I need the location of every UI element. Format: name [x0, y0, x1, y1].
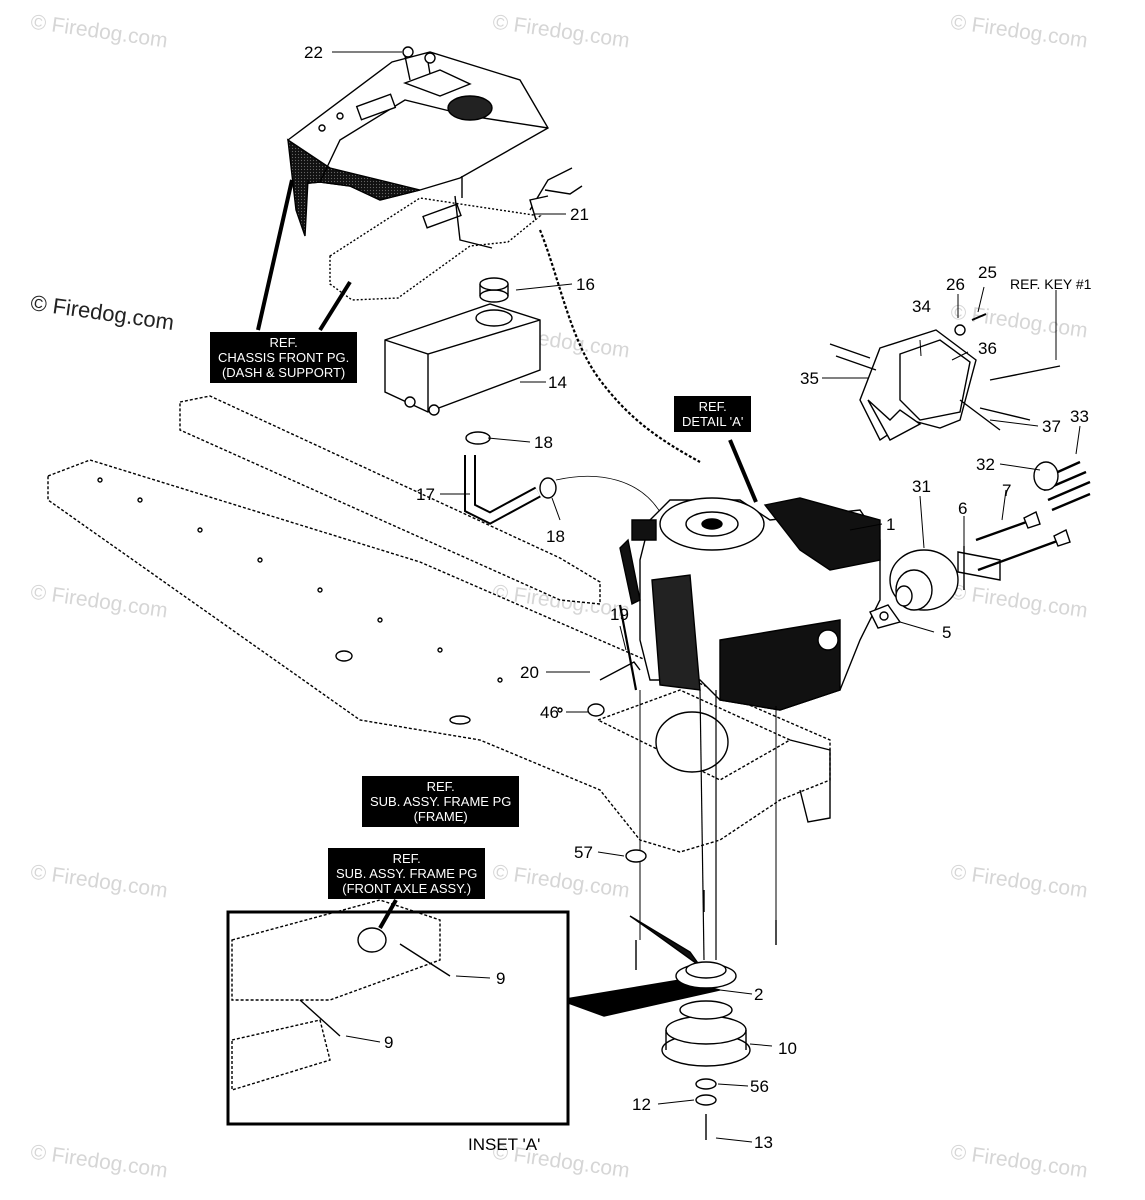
callout-19: 19 [610, 605, 629, 624]
ref-detail-a: REF. DETAIL 'A' [674, 396, 752, 432]
callout-12: 12 [632, 1095, 651, 1114]
callout-17: 17 [416, 485, 435, 504]
callout-56: 56 [750, 1077, 769, 1096]
muffler-guard [829, 313, 1061, 442]
callout-21: 21 [570, 205, 589, 224]
ref-axle-line-3: (FRONT AXLE ASSY.) [342, 881, 472, 896]
inset-label: INSET 'A' [468, 1135, 541, 1154]
callout-22: 22 [304, 43, 323, 62]
callout-31: 31 [912, 477, 931, 496]
callout-18: 18 [546, 527, 565, 546]
callout-34: 34 [912, 297, 931, 316]
callout-20: 20 [520, 663, 539, 682]
callout-32: 32 [976, 455, 995, 474]
fuel-tank [384, 277, 541, 416]
engine [618, 497, 881, 961]
ref-frame-line-1: REF. [426, 779, 455, 794]
ref-detail-line-2: DETAIL 'A' [682, 414, 744, 429]
callout-18: 18 [534, 433, 553, 452]
callout-2: 2 [754, 985, 764, 1004]
ref-frame-line-2: SUB. ASSY. FRAME PG [370, 794, 512, 809]
ref-frame-line-3: (FRAME) [413, 809, 468, 824]
callout-9: 9 [496, 969, 506, 988]
callout-10: 10 [778, 1039, 797, 1058]
frame-rails [47, 395, 831, 853]
callout-16: 16 [576, 275, 595, 294]
callout-13: 13 [754, 1133, 773, 1152]
callout-1: 1 [886, 515, 896, 534]
callout-37: 37 [1042, 417, 1061, 436]
callout-33: 33 [1070, 407, 1089, 426]
dash-cover [286, 46, 549, 237]
pulley-assembly [557, 915, 751, 1140]
callout-46: 46 [540, 703, 559, 722]
callout-5: 5 [942, 623, 952, 642]
ref-chassis-line-2: CHASSIS FRONT PG. [218, 350, 350, 365]
callout-26: 26 [946, 275, 965, 294]
callout-35: 35 [800, 369, 819, 388]
dash-support [329, 176, 542, 301]
callout-6: 6 [958, 499, 968, 518]
ref-axle-line-1: REF. [392, 851, 421, 866]
ref-chassis-front: REF. CHASSIS FRONT PG. (DASH & SUPPORT) [210, 332, 358, 383]
callout-14: 14 [548, 373, 567, 392]
callout-57: 57 [574, 843, 593, 862]
ref-detail-line-1: REF. [698, 399, 727, 414]
muffler [869, 549, 959, 629]
ref-axle-line-2: SUB. ASSY. FRAME PG [336, 866, 478, 881]
callout-ref-key-1: REF. KEY #1 [1010, 276, 1092, 292]
callout-25: 25 [978, 263, 997, 282]
ref-frame: REF. SUB. ASSY. FRAME PG (FRAME) [362, 776, 520, 827]
ref-chassis-line-3: (DASH & SUPPORT) [221, 365, 346, 380]
inset-detail [231, 899, 451, 1091]
callout-9: 9 [384, 1033, 394, 1052]
ref-front-axle: REF. SUB. ASSY. FRAME PG (FRONT AXLE ASS… [328, 848, 486, 899]
throttle-cable [529, 167, 701, 513]
callout-36: 36 [978, 339, 997, 358]
ref-chassis-line-1: REF. [269, 335, 298, 350]
callout-7: 7 [1002, 481, 1012, 500]
